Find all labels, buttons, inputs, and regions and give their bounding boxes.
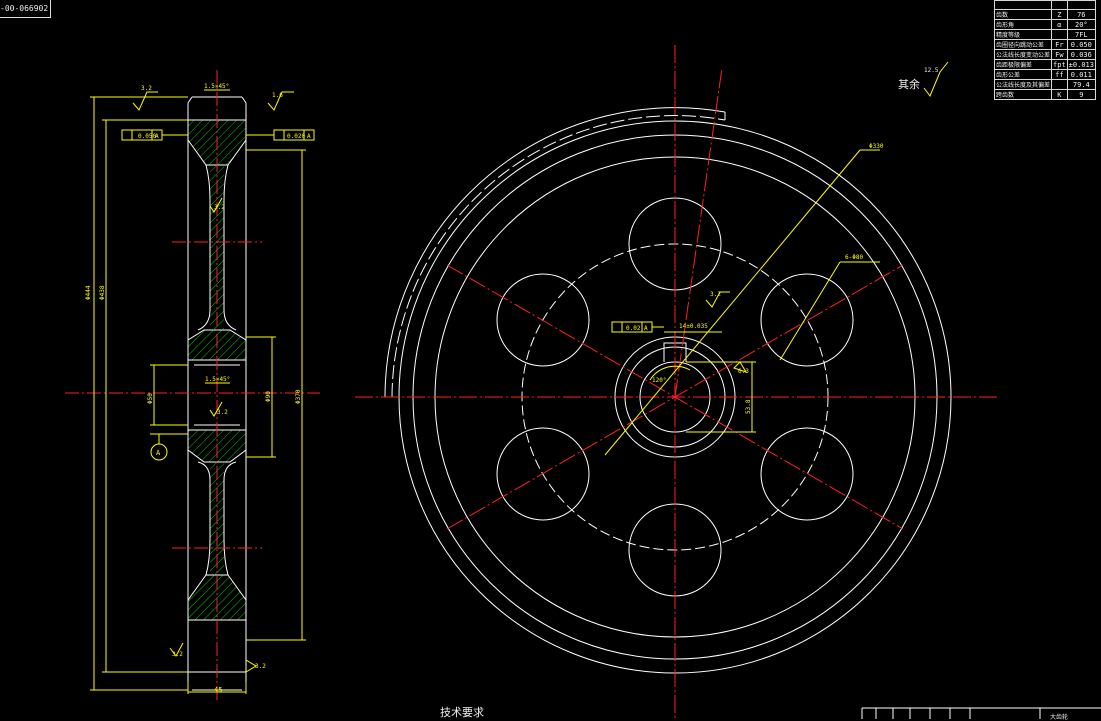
dim-key-width-text: 14±0.035	[679, 323, 708, 330]
param-name-cell: 齿形公差	[993, 69, 1053, 80]
param-symbol-cell: K	[1051, 89, 1068, 100]
param-value-cell: 0.011	[1066, 69, 1096, 80]
dim-width-text: 45	[214, 686, 222, 694]
param-value-cell: 9	[1066, 89, 1096, 100]
param-name-cell: 跨齿数	[993, 89, 1053, 100]
param-symbol-cell: Z	[1051, 9, 1068, 20]
section-centerlines	[65, 70, 320, 700]
roughness-web: 3.2	[214, 204, 225, 211]
roughness-bottom-right: 3.2	[255, 663, 266, 670]
param-symbol-cell	[1051, 0, 1068, 10]
hole-6	[496, 273, 590, 367]
front-centerlines	[355, 45, 1000, 719]
chamfer-top-text: 1.5×45°	[204, 83, 229, 90]
chamfer-hub-text: 1.5×45°	[205, 376, 230, 383]
param-value-cell: ±0.013	[1066, 59, 1096, 70]
front-tol-value: 0.02	[626, 325, 641, 332]
dim-hub-dia-text: Φ90	[265, 391, 272, 402]
technical-requirements-title: 技术要求	[440, 706, 484, 719]
drawing-number-tag: -00-066902	[0, 0, 51, 18]
param-value-cell: 76	[1066, 9, 1096, 20]
dim-root-dia-text: Φ438	[99, 285, 106, 300]
param-symbol-cell: α	[1051, 19, 1068, 30]
tol-frame-left-value: 0.050	[138, 133, 156, 140]
roughness-key: 3.2	[710, 291, 721, 298]
param-row: 公法线长度及其偏差 79.4	[993, 79, 1096, 90]
param-name-cell: 公法线长度变动公差	[993, 49, 1053, 60]
title-block-part-name: 大齿轮	[1050, 714, 1069, 721]
param-value-cell: 0.050	[1066, 39, 1096, 50]
rest-roughness-label: 其余	[898, 78, 920, 91]
param-symbol-cell: Fr	[1051, 39, 1068, 50]
front-view	[384, 107, 952, 674]
param-symbol-cell: fpt	[1051, 59, 1068, 70]
front-tol-ref: A	[644, 325, 648, 332]
dimension-texts: 1.5×45° 1.5×45° 3.2 1.6 3.2 3.2 3.2 3.2 …	[85, 67, 939, 694]
param-name-cell: 公法线长度及其偏差	[993, 79, 1053, 90]
param-symbol-cell: ff	[1051, 69, 1068, 80]
dim-bolt-circle-text: Φ330	[869, 143, 884, 150]
dim-web-dia-text: Φ370	[295, 389, 302, 404]
param-name-cell: 齿圈径向跳动公差	[993, 39, 1053, 50]
hole-3	[760, 427, 854, 521]
roughness-keyside: 6.3	[738, 368, 749, 375]
tol-frame-left-ref: A	[155, 133, 159, 140]
roughness-top-left: 3.2	[141, 85, 152, 92]
tol-frame-right-value: 0.020	[287, 133, 305, 140]
dim-key-depth-text: 53.8	[745, 399, 752, 414]
dim-outer-dia-text: Φ444	[85, 285, 92, 300]
tol-frame-right-ref: A	[307, 133, 311, 140]
section-dimensions	[90, 89, 315, 694]
param-symbol-cell	[1051, 79, 1068, 90]
hole-2	[760, 273, 854, 367]
param-symbol-cell: Fw	[1051, 49, 1068, 60]
param-name-cell: 齿形角	[993, 19, 1053, 30]
title-block	[861, 707, 1101, 719]
roughness-bottom-left: 3.2	[172, 651, 183, 658]
param-name-cell	[993, 0, 1053, 10]
param-value-cell: 7FL	[1066, 29, 1096, 40]
dim-holes-text: 6-Φ80	[845, 254, 863, 261]
param-name-cell: 齿数	[993, 9, 1053, 20]
param-name-cell: 精度等级	[993, 29, 1053, 40]
param-value-cell	[1066, 0, 1096, 10]
rest-roughness-value: 12.5	[924, 67, 939, 74]
param-symbol-cell	[1051, 29, 1068, 40]
datum-a-label: A	[156, 449, 161, 457]
dim-key-angle-text: 120°	[652, 377, 666, 384]
hole-5	[496, 427, 590, 521]
param-value-cell: 79.4	[1066, 79, 1096, 90]
param-value-cell: 0.036	[1066, 49, 1096, 60]
param-row	[993, 0, 1096, 10]
roughness-top-right: 1.6	[272, 92, 283, 99]
param-name-cell: 齿距极限偏差	[993, 59, 1053, 70]
dim-bore-text: Φ50	[147, 393, 154, 404]
param-value-cell: 20°	[1066, 19, 1096, 30]
roughness-hub: 3.2	[217, 409, 228, 416]
front-dimensions	[604, 61, 949, 456]
param-row: 精度等级 7FL	[993, 29, 1096, 40]
